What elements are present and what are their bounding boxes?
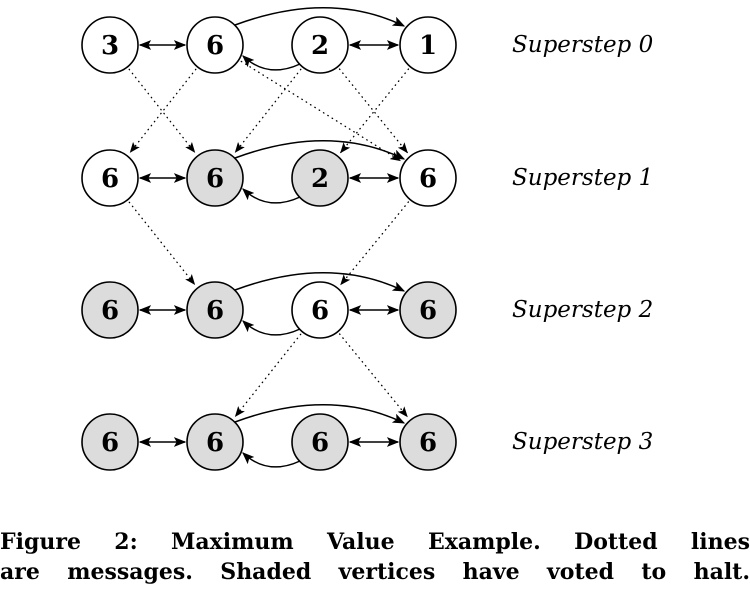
vertex-superstep3-3-halted xyxy=(399,413,457,471)
vertex-value: 6 xyxy=(206,31,224,61)
vertex-superstep1-2-halted xyxy=(291,149,349,207)
vertex-superstep1-1-halted xyxy=(186,149,244,207)
vertex-value: 6 xyxy=(101,428,119,458)
edge-arc-top-arrow xyxy=(234,404,406,424)
edge-arc-bottom-arrow xyxy=(242,188,301,204)
superstep-label-2: Superstep 2 xyxy=(512,297,654,323)
vertex-value: 2 xyxy=(311,31,329,61)
vertex-value: 6 xyxy=(419,164,437,194)
message-dotted-arrow xyxy=(129,68,197,153)
vertex-superstep3-1-halted xyxy=(186,413,244,471)
vertex-superstep0-1 xyxy=(186,16,244,74)
vertex-superstep3-0-halted xyxy=(81,413,139,471)
vertex-value: 6 xyxy=(206,296,224,326)
message-dotted-arrow xyxy=(338,68,408,154)
vertex-value: 3 xyxy=(101,31,119,61)
vertex-value: 6 xyxy=(311,428,329,458)
edge-arc-bottom-arrow xyxy=(242,55,301,71)
superstep-label-3: Superstep 3 xyxy=(512,429,654,455)
edge-arc-top-arrow xyxy=(234,140,406,160)
vertex-superstep2-2 xyxy=(291,281,349,339)
superstep-label-1: Superstep 1 xyxy=(512,165,654,191)
message-dotted-arrow xyxy=(128,201,196,286)
message-dotted-arrow xyxy=(338,333,408,418)
edge-arc-top-arrow xyxy=(234,272,406,292)
vertex-value: 1 xyxy=(419,31,437,61)
message-dotted-arrow xyxy=(128,68,196,153)
message-dotted-arrow xyxy=(340,68,410,154)
vertex-superstep2-1-halted xyxy=(186,281,244,339)
vertex-value: 6 xyxy=(206,428,224,458)
figure-caption-line-1: Figure 2: Maximum Value Example. Dotted … xyxy=(0,529,750,555)
message-dotted-arrow xyxy=(234,333,302,418)
figure-caption-line-2: are messages. Shaded vertices have voted… xyxy=(0,559,750,585)
message-dotted-arrow xyxy=(234,68,302,153)
vertex-superstep2-0-halted xyxy=(81,281,139,339)
vertex-superstep0-0 xyxy=(81,16,139,74)
vertex-value: 6 xyxy=(311,296,329,326)
message-dotted-arrow xyxy=(240,60,401,162)
vertex-value: 6 xyxy=(419,428,437,458)
edge-arc-bottom-arrow xyxy=(242,452,301,468)
message-dotted-arrow xyxy=(340,201,410,286)
superstep-label-0: Superstep 0 xyxy=(512,32,654,58)
figure-caption: Figure 2: Maximum Value Example. Dotted … xyxy=(0,527,750,587)
vertex-value: 2 xyxy=(311,164,329,194)
vertex-superstep2-3-halted xyxy=(399,281,457,339)
vertex-value: 6 xyxy=(206,164,224,194)
vertex-superstep0-3 xyxy=(399,16,457,74)
vertex-value: 6 xyxy=(101,296,119,326)
vertex-value: 6 xyxy=(419,296,437,326)
vertex-superstep1-0 xyxy=(81,149,139,207)
edge-arc-top-arrow xyxy=(234,7,406,27)
vertex-superstep3-2-halted xyxy=(291,413,349,471)
vertex-superstep0-2 xyxy=(291,16,349,74)
vertex-superstep1-3 xyxy=(399,149,457,207)
superstep-graph-diagram: 3 6 2 1 6 6 2 6 6 6 6 6 6 6 6 6 xyxy=(81,7,457,471)
edge-arc-bottom-arrow xyxy=(242,320,301,336)
vertex-value: 6 xyxy=(101,164,119,194)
